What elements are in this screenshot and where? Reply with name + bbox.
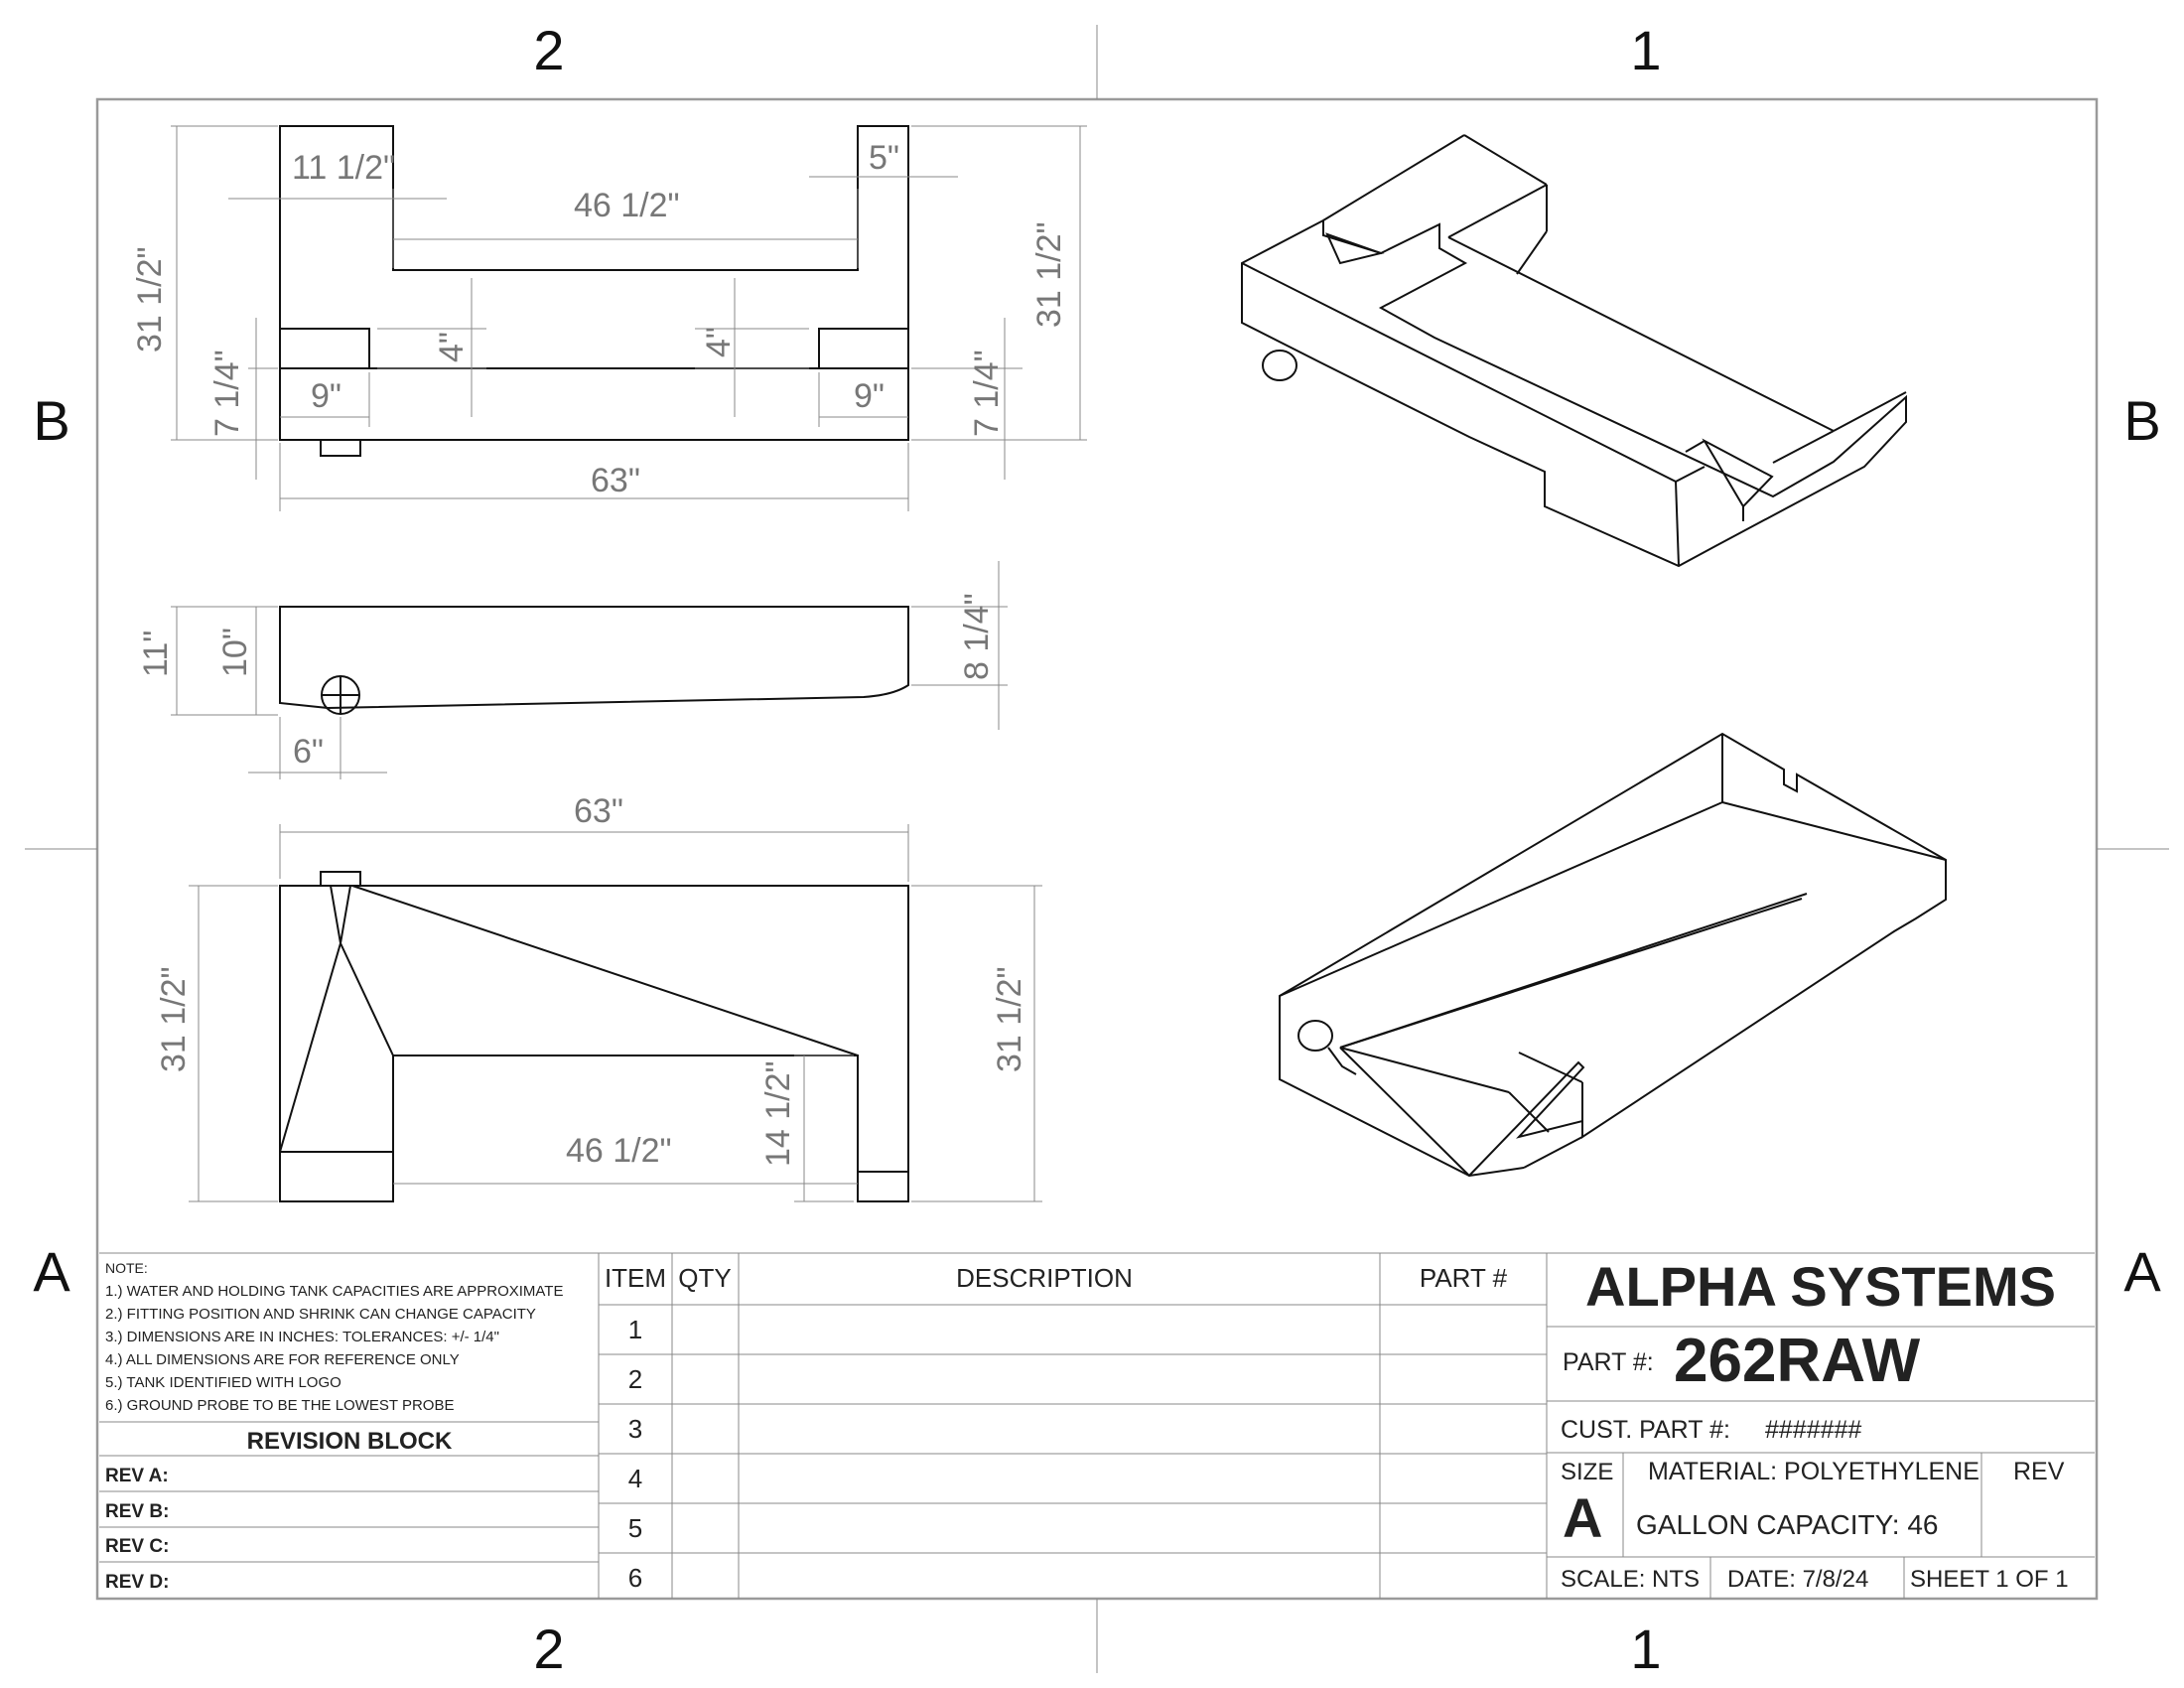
size-value: A (1563, 1486, 1602, 1549)
dim-front-step-left: 4" (433, 332, 471, 362)
dim-side-fitting-offset: 6" (293, 733, 324, 771)
gallon-capacity: GALLON CAPACITY: 46 (1636, 1509, 1939, 1540)
dim-front-foot-right: 9" (854, 377, 885, 415)
dim-front-inner-span: 46 1/2" (574, 187, 680, 224)
dim-front-foot-h-left: 7 1/4" (208, 350, 246, 437)
zone-row-b-left: B (33, 389, 69, 452)
part-number-label: PART #: (1563, 1348, 1654, 1376)
note-line-6: 6.) GROUND PROBE TO BE THE LOWEST PROBE (105, 1397, 454, 1414)
bom-item-3: 3 (628, 1414, 642, 1444)
front-view: 11 1/2" 5" 46 1/2" 31 1/2" 31 1/2" 4" 4"… (131, 125, 1087, 511)
dim-front-overall-height-right: 31 1/2" (1030, 221, 1068, 328)
rev-label: REV (2013, 1458, 2065, 1485)
zone-row-a-right: A (2123, 1240, 2161, 1303)
note-line-1: 1.) WATER AND HOLDING TANK CAPACITIES AR… (105, 1283, 563, 1300)
note-line-3: 3.) DIMENSIONS ARE IN INCHES: TOLERANCES… (105, 1329, 499, 1345)
bom-item-1: 1 (628, 1315, 642, 1344)
bom-item-2: 2 (628, 1364, 642, 1394)
date: DATE: 7/8/24 (1727, 1566, 1868, 1593)
dim-side-height-left: 11" (137, 631, 175, 677)
dim-front-foot-left: 9" (311, 377, 341, 415)
fitting-iso-top (1262, 350, 1297, 381)
bottom-view: 63" 31 1/2" 31 1/2" 46 1/2" 14 1/2" (155, 792, 1042, 1202)
dim-bottom-inner-span: 46 1/2" (566, 1132, 672, 1170)
dim-bottom-height-left: 31 1/2" (155, 966, 193, 1072)
dim-bottom-height-right: 31 1/2" (991, 966, 1028, 1072)
bom-table: ITEM QTY DESCRIPTION PART # 1 2 3 4 5 6 (599, 1253, 1548, 1599)
rev-d: REV D: (105, 1572, 169, 1593)
sheet: SHEET 1 OF 1 (1910, 1566, 2069, 1593)
bom-item-5: 5 (628, 1513, 642, 1543)
zone-col-2-bottom: 2 (533, 1618, 564, 1680)
dim-side-height-inner: 10" (216, 628, 254, 677)
rev-c: REV C: (105, 1536, 169, 1557)
dim-front-foot-h-right: 7 1/4" (968, 350, 1006, 437)
fitting-iso-bottom (1297, 1020, 1333, 1052)
bom-item-4: 4 (628, 1464, 642, 1493)
cust-part-label: CUST. PART #: (1561, 1416, 1730, 1444)
dim-side-height-right: 8 1/4" (958, 593, 996, 680)
bom-header-qty: QTY (678, 1263, 731, 1293)
dim-front-overall-width: 63" (591, 462, 640, 499)
revision-block-title: REVISION BLOCK (247, 1428, 453, 1455)
material: MATERIAL: POLYETHYLENE (1648, 1458, 1979, 1485)
note-line-5: 5.) TANK IDENTIFIED WITH LOGO (105, 1374, 341, 1391)
zone-row-b-right: B (2123, 389, 2160, 452)
note-line-2: 2.) FITTING POSITION AND SHRINK CAN CHAN… (105, 1306, 536, 1323)
zone-col-1-top: 1 (1630, 19, 1661, 81)
bom-header-part: PART # (1420, 1263, 1508, 1293)
cust-part-value: ####### (1765, 1416, 1861, 1444)
dim-front-left-leg: 11 1/2" (292, 149, 395, 187)
rev-b: REV B: (105, 1501, 169, 1522)
zone-row-a-left: A (33, 1240, 70, 1303)
dim-front-step-right: 4" (700, 327, 738, 357)
bom-header-description: DESCRIPTION (956, 1263, 1133, 1293)
size-label: SIZE (1561, 1459, 1613, 1485)
notes-block: NOTE: 1.) WATER AND HOLDING TANK CAPACIT… (99, 1252, 2095, 1599)
zone-col-1-bottom: 1 (1630, 1618, 1661, 1680)
bom-header-item: ITEM (605, 1263, 666, 1293)
bom-item-6: 6 (628, 1563, 642, 1593)
company-name: ALPHA SYSTEMS (1585, 1255, 2056, 1318)
zone-col-2-top: 2 (533, 19, 564, 81)
isometric-view-bottom (1279, 732, 1947, 1178)
notes-heading: NOTE: (105, 1260, 148, 1276)
scale: SCALE: NTS (1561, 1566, 1700, 1593)
dim-front-overall-height: 31 1/2" (131, 246, 169, 352)
isometric-view-top (1241, 134, 1907, 568)
rev-a: REV A: (105, 1466, 169, 1486)
dim-bottom-leg-height: 14 1/2" (759, 1060, 797, 1167)
side-view: 11" 10" 8 1/4" 6" (137, 561, 1008, 779)
part-number-value: 262RAW (1674, 1327, 1921, 1395)
title-block: ALPHA SYSTEMS PART #: 262RAW CUST. PART … (1547, 1255, 2095, 1599)
dim-bottom-overall-width: 63" (574, 792, 623, 830)
note-line-4: 4.) ALL DIMENSIONS ARE FOR REFERENCE ONL… (105, 1351, 460, 1368)
dim-front-right-leg: 5" (869, 139, 899, 177)
